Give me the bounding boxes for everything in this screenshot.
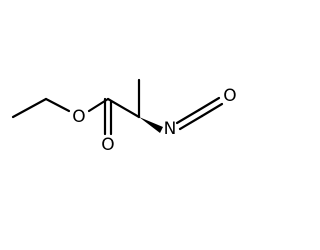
- carbonyl-oxygen-label: O: [101, 135, 114, 155]
- bond-nitrogen-to-carbon-a: [175, 108, 201, 125]
- bond-carbon-to-isocyanate-oxygen-b: [200, 102, 224, 118]
- isocyanate-oxygen-label: O: [223, 86, 236, 106]
- bond-ch2-to-ester-oxygen: [44, 97, 71, 113]
- structure-diagram: O O N O: [11, 78, 237, 155]
- bond-carbonyl-to-alpha-carbon: [106, 97, 141, 119]
- ester-oxygen-label: O: [72, 107, 85, 127]
- bond-carbon-to-isocyanate-oxygen-a: [197, 96, 221, 112]
- nitrogen-label: N: [164, 119, 177, 139]
- bond-nitrogen-to-carbon-b: [178, 114, 204, 131]
- stereo-wedge-bond: [139, 117, 163, 133]
- bond-ethyl-methyl-to-ch2: [11, 97, 48, 119]
